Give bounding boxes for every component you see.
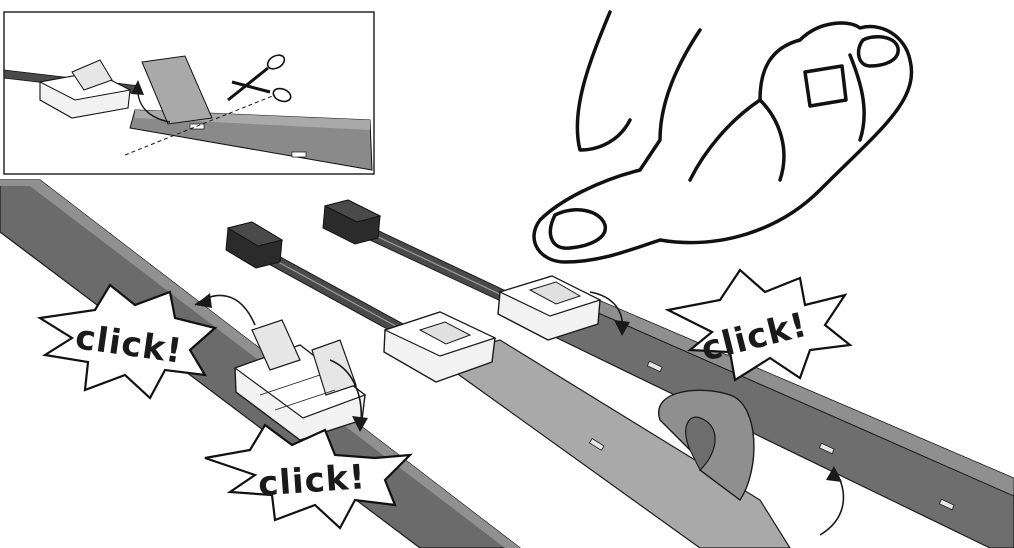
inset-strip-end [141,55,213,125]
click-burst-right: click! [664,268,853,382]
strip-clip [818,442,835,455]
click-burst-left: click! [36,283,218,400]
middle-connector [383,311,497,383]
front-plug [225,221,284,269]
click-burst-bottom: click! [204,423,413,530]
main-scene: click! click! click! [0,10,1014,548]
strip-clip [938,498,955,511]
curled-strip-inner [685,416,716,471]
upper-connector [497,275,602,341]
back-plug [322,199,382,245]
inset-panel [3,11,375,175]
cut-line [124,94,276,156]
inset-connector [38,59,132,119]
strip-clip [588,438,605,451]
strip-clip [646,360,663,373]
hand-icon [532,10,914,264]
scissors-icon [227,54,292,103]
click-label-bottom: click! [257,457,367,504]
